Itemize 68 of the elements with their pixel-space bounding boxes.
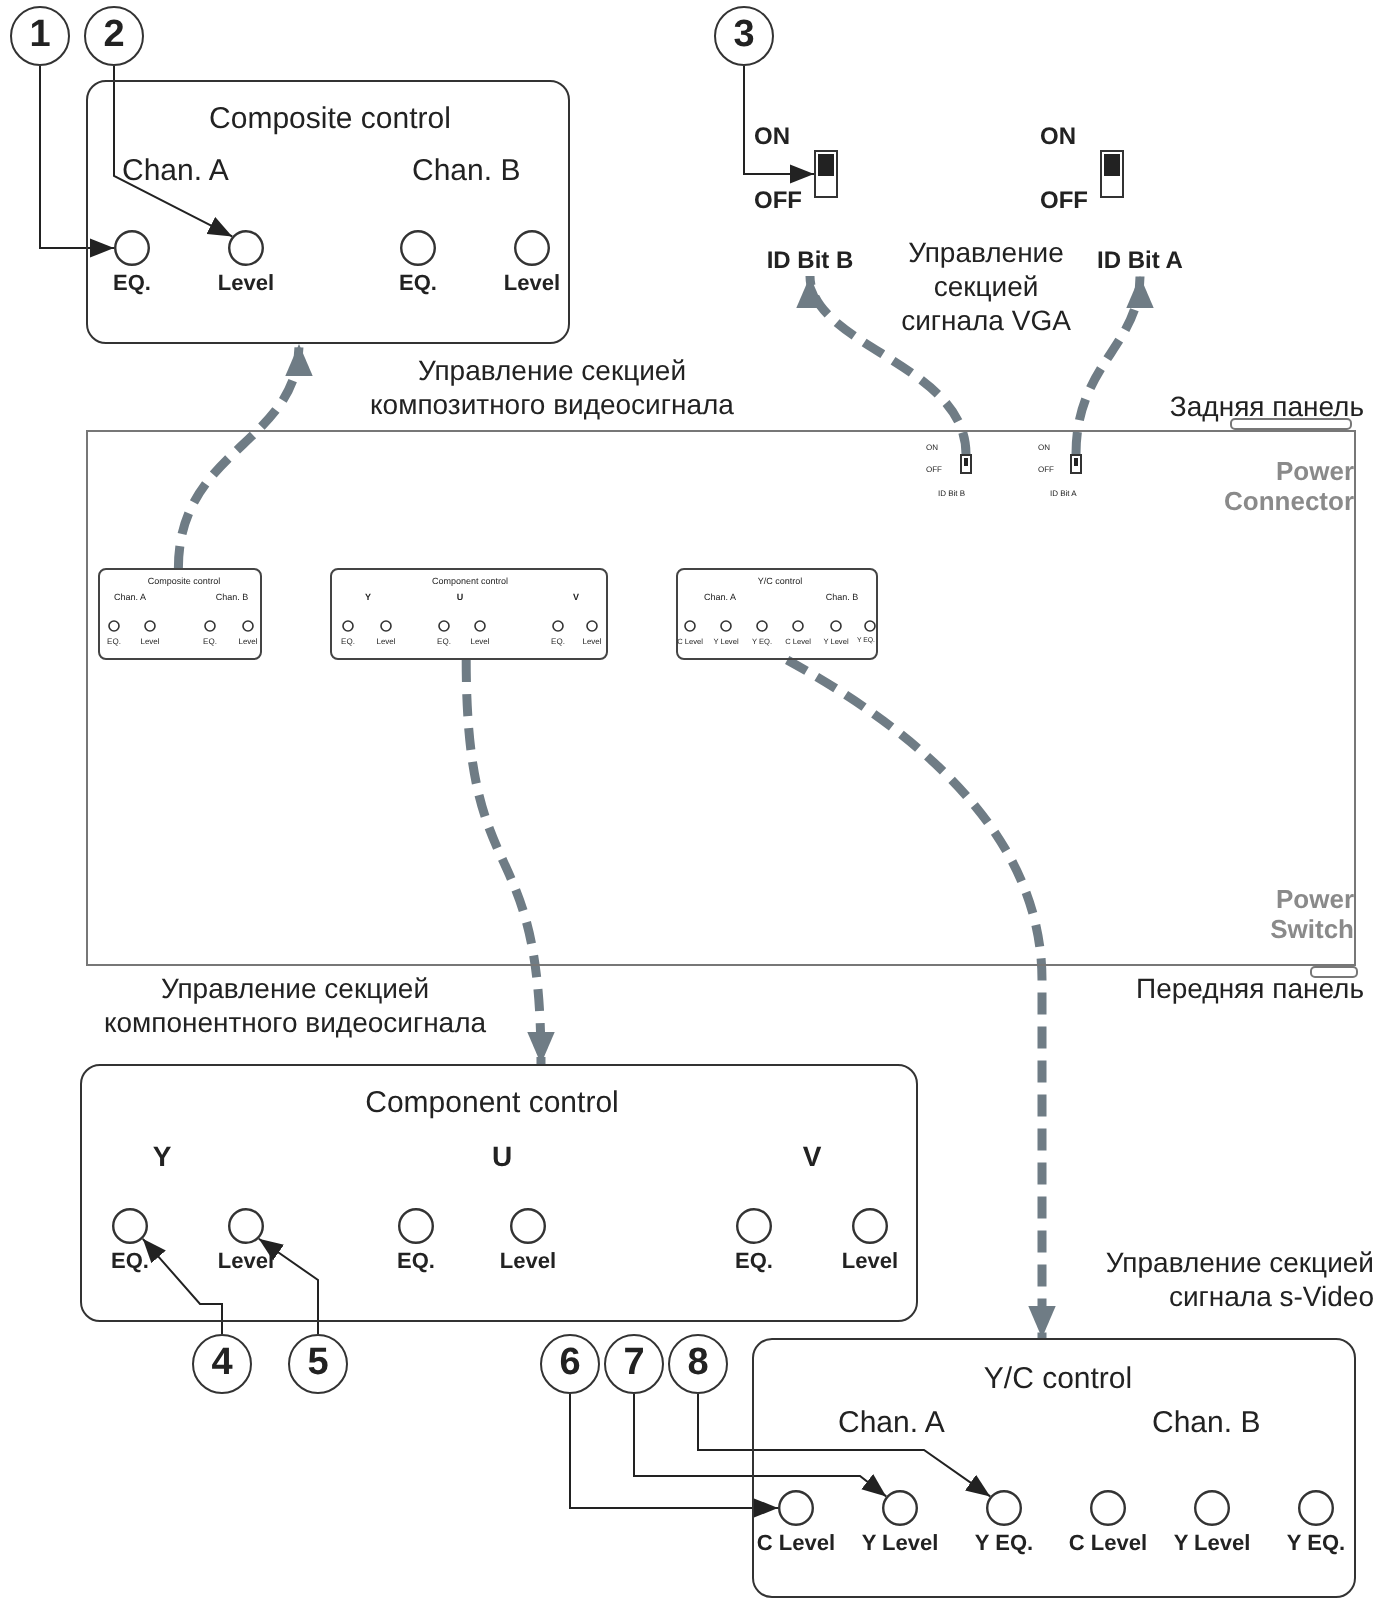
switch-state-label: OFF bbox=[754, 188, 804, 216]
knob-label: Level bbox=[215, 1250, 277, 1274]
knob-label: C Level bbox=[754, 1532, 838, 1556]
caption-text: Управление секцией композитного видеосигнала bbox=[368, 354, 736, 422]
switch-label: ID Bit A bbox=[1084, 244, 1196, 276]
switch-state-label: ON bbox=[1040, 124, 1078, 152]
leader-line bbox=[697, 1393, 992, 1498]
knob-label: EQ. bbox=[397, 272, 439, 296]
dashed-arrow bbox=[784, 656, 1056, 1338]
switch-state-label: OFF bbox=[1040, 188, 1090, 216]
knob-label: Level bbox=[497, 1250, 559, 1274]
mini-control-panel bbox=[98, 568, 262, 660]
knob-label: Level bbox=[839, 1250, 901, 1274]
panel-title: Component control bbox=[363, 1086, 621, 1121]
channel-label: Chan. B bbox=[412, 154, 523, 189]
dashed-arrow bbox=[1071, 275, 1152, 455]
knob-label: EQ. bbox=[111, 272, 153, 296]
caption-text: Задняя панель bbox=[1167, 390, 1364, 424]
knob-label: Level bbox=[501, 272, 563, 296]
leader-line bbox=[39, 65, 115, 258]
control-panel bbox=[86, 80, 570, 344]
leader-line bbox=[141, 1237, 223, 1335]
knob-label: Level bbox=[215, 272, 277, 296]
callout-number: 3 bbox=[714, 6, 774, 66]
channel-label: Y bbox=[150, 1140, 174, 1173]
channel-label: V bbox=[800, 1140, 824, 1173]
mini-control-panel bbox=[676, 568, 878, 660]
device-label: Power Connector bbox=[1222, 458, 1354, 518]
knob-label: C Level bbox=[1066, 1532, 1150, 1556]
knob-label: Y Level bbox=[1171, 1532, 1253, 1556]
dashed-arrow bbox=[173, 343, 310, 569]
channel-label: Chan. A bbox=[122, 154, 231, 189]
leader-line bbox=[633, 1393, 888, 1498]
callout-number: 6 bbox=[540, 1334, 600, 1394]
dashed-arrow bbox=[802, 275, 971, 455]
callout-number: 2 bbox=[84, 6, 144, 66]
channel-label: Chan. B bbox=[1152, 1406, 1263, 1441]
knob-label: EQ. bbox=[733, 1250, 775, 1274]
leader-line bbox=[743, 65, 815, 184]
knob-label: Y EQ. bbox=[972, 1532, 1036, 1556]
leader-line bbox=[113, 65, 234, 238]
control-panel bbox=[80, 1064, 918, 1322]
callout-number: 5 bbox=[288, 1334, 348, 1394]
knob-label: Y Level bbox=[859, 1532, 941, 1556]
callout-number: 7 bbox=[604, 1334, 664, 1394]
panel-title: Composite control bbox=[207, 102, 453, 137]
caption-text: Управление секцией компонентного видеосигнала bbox=[101, 972, 489, 1040]
control-panel bbox=[752, 1338, 1356, 1598]
knob-label: EQ. bbox=[109, 1250, 151, 1274]
mini-control-panel bbox=[330, 568, 608, 660]
switch-label: ID Bit B bbox=[750, 244, 870, 276]
switch-state-label: ON bbox=[754, 124, 792, 152]
device-panel bbox=[86, 430, 1356, 966]
panel-title: Y/C control bbox=[981, 1362, 1135, 1397]
caption-text: Передняя панель bbox=[1134, 972, 1364, 1006]
callout-number: 4 bbox=[192, 1334, 252, 1394]
leader-line bbox=[257, 1237, 319, 1335]
device-label: Power Switch bbox=[1268, 886, 1354, 946]
knob-label: EQ. bbox=[395, 1250, 437, 1274]
caption-text: Управление секцией сигнала VGA bbox=[899, 236, 1073, 337]
dashed-arrow bbox=[461, 659, 554, 1065]
knob-label: Y EQ. bbox=[1284, 1532, 1348, 1556]
callout-number: 1 bbox=[10, 6, 70, 66]
callout-number: 8 bbox=[668, 1334, 728, 1394]
leader-line bbox=[569, 1393, 779, 1518]
caption-text: Управление секцией сигнала s-Video bbox=[1103, 1246, 1374, 1314]
channel-label: Chan. A bbox=[838, 1406, 947, 1441]
channel-label: U bbox=[489, 1140, 515, 1173]
